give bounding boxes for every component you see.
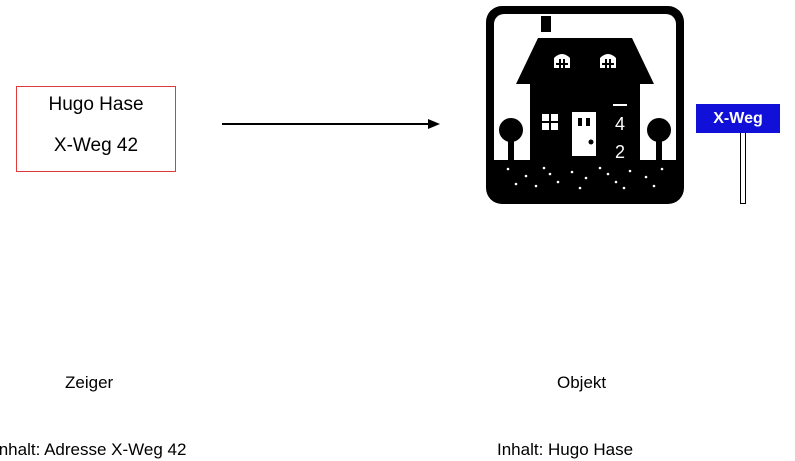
house-number-top: 4 <box>615 114 625 134</box>
ground-dots <box>506 166 664 190</box>
pointer-box: Hugo Hase X-Weg 42 <box>16 86 176 172</box>
pointer-address: X-Weg 42 <box>53 135 139 156</box>
caption-pointer-content: Inhalt: Adresse X-Weg 42 <box>0 440 187 459</box>
street-sign: X-Weg <box>696 104 780 208</box>
pointer-name: Hugo Hase <box>48 94 144 115</box>
caption-pointer: Zeiger <box>65 373 114 392</box>
caption-object-content: Inhalt: Hugo Hase <box>497 440 634 459</box>
street-sign-label: X-Weg <box>696 104 780 133</box>
house-icon: 4 2 <box>486 6 684 204</box>
house-number-bottom: 2 <box>615 142 625 162</box>
arrow-icon <box>222 119 440 129</box>
street-sign-post <box>740 133 746 204</box>
caption-object: Objekt <box>557 373 607 392</box>
